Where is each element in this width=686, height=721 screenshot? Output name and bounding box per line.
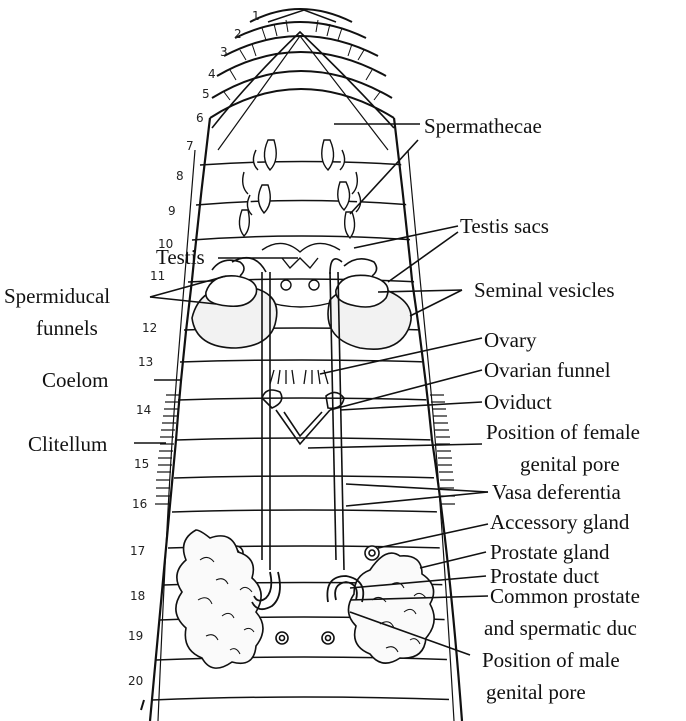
segment-number-19: 19: [128, 630, 143, 642]
label-vasa-deferentia: Vasa deferentia: [492, 482, 621, 503]
label-testis: Testis: [156, 247, 205, 268]
label-common-duct-line1: Common prostate: [490, 586, 640, 607]
segment-number-11: 11: [150, 270, 165, 282]
label-testis-sacs: Testis sacs: [460, 216, 549, 237]
label-female-pore-line2: genital pore: [520, 454, 620, 475]
label-prostate-gland: Prostate gland: [490, 542, 610, 563]
segment-number-18: 18: [130, 590, 145, 602]
segment-number-17: 17: [130, 545, 145, 557]
prostate-ducts: [252, 572, 363, 609]
label-spermiducal-funnels-line2: funnels: [36, 318, 98, 339]
spermathecae: [239, 140, 360, 238]
label-ovary: Ovary: [484, 330, 536, 351]
label-accessory-gland: Accessory gland: [490, 512, 629, 533]
label-oviduct: Oviduct: [484, 392, 552, 413]
label-male-pore-line2: genital pore: [486, 682, 586, 703]
ganglia: [262, 243, 340, 307]
label-spermathecae: Spermathecae: [424, 116, 542, 137]
label-female-pore-line1: Position of female: [486, 422, 640, 443]
label-ovarian-funnel: Ovarian funnel: [484, 360, 611, 381]
segment-number-6: 6: [196, 112, 204, 124]
label-clitellum: Clitellum: [28, 434, 107, 455]
segment-number-13: 13: [138, 356, 153, 368]
label-seminal-vesicles: Seminal vesicles: [474, 280, 615, 301]
segment-number-4: 4: [208, 68, 216, 80]
testis-sacs: [206, 259, 388, 307]
ovaries: [270, 370, 328, 384]
segment-number-12: 12: [142, 322, 157, 334]
segment-number-1: 1: [252, 10, 260, 22]
label-spermiducal-funnels-line1: Spermiducal: [4, 286, 110, 307]
segment-number-9: 9: [168, 205, 176, 217]
segment-number-20: 20: [128, 675, 143, 687]
segment-number-14: 14: [136, 404, 151, 416]
bottom-mark: [141, 700, 144, 710]
segment-number-3: 3: [220, 46, 228, 58]
segment-number-5: 5: [202, 88, 210, 100]
segment-number-7: 7: [186, 140, 194, 152]
label-coelom: Coelom: [42, 370, 109, 391]
segment-number-16: 16: [132, 498, 147, 510]
segment-number-15: 15: [134, 458, 149, 470]
label-male-pore-line1: Position of male: [482, 650, 620, 671]
label-common-duct-line2: and spermatic duc: [484, 618, 637, 639]
segment-number-2: 2: [234, 28, 242, 40]
segment-number-8: 8: [176, 170, 184, 182]
